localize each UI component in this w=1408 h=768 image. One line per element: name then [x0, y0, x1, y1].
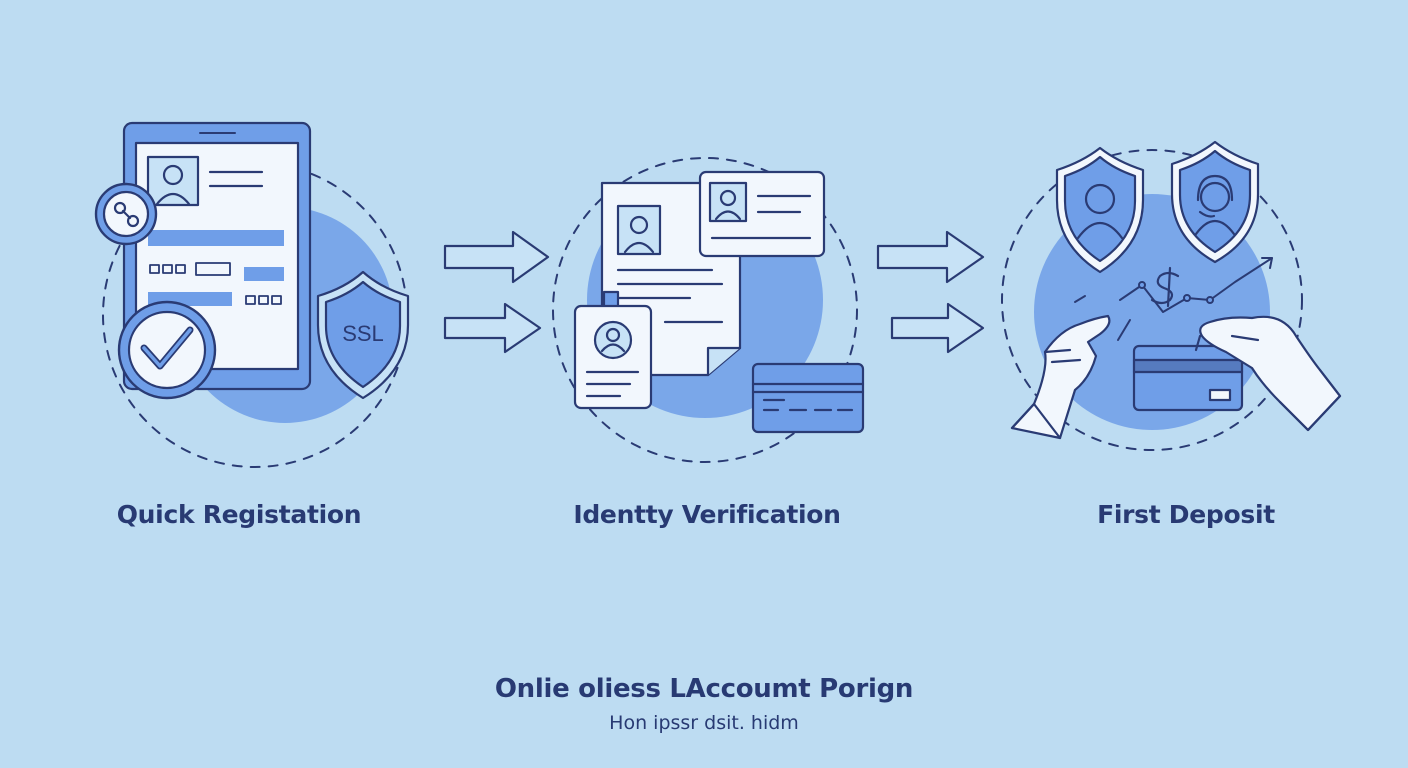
- id-badge-icon: [573, 290, 653, 410]
- step3-dashed-ring: [1001, 149, 1303, 451]
- id-card-icon: [698, 170, 826, 258]
- dollar-icon: [1150, 266, 1180, 308]
- step-registration: SSL: [94, 121, 410, 468]
- hand-icon: [1010, 314, 1111, 440]
- step-deposit: [1001, 140, 1342, 451]
- ssl-shield-icon: SSL: [316, 270, 410, 400]
- security-shield-icon: [1055, 146, 1145, 274]
- arrow-icon: [443, 302, 542, 354]
- arrow-icon: [876, 230, 985, 284]
- hand-icon: [1194, 315, 1342, 432]
- step-label-registration: Quick Registation: [116, 500, 362, 529]
- step2-dashed-ring: [552, 157, 858, 463]
- arrow-icon: [890, 302, 985, 354]
- connector-arrows-1: [443, 230, 550, 354]
- step-label-deposit: First Deposit: [1097, 500, 1275, 529]
- footer-title: Onlie oliess LAccoumt Porign: [494, 674, 914, 704]
- credit-card-icon: [1132, 344, 1244, 412]
- step-label-verification: Identty Verification: [573, 500, 841, 529]
- credit-card-icon: [751, 362, 865, 434]
- step-verification: [552, 157, 865, 463]
- checkmark-badge-icon: [117, 300, 217, 400]
- support-shield-icon: [1170, 140, 1260, 264]
- connector-arrows-2: [876, 230, 985, 354]
- ssl-text: SSL: [342, 321, 384, 346]
- footer-subtitle: Hon ipssr dsit. hidm: [609, 712, 799, 734]
- link-badge-icon: [94, 182, 158, 246]
- trend-line-icon: [1074, 257, 1273, 341]
- arrow-icon: [443, 230, 550, 284]
